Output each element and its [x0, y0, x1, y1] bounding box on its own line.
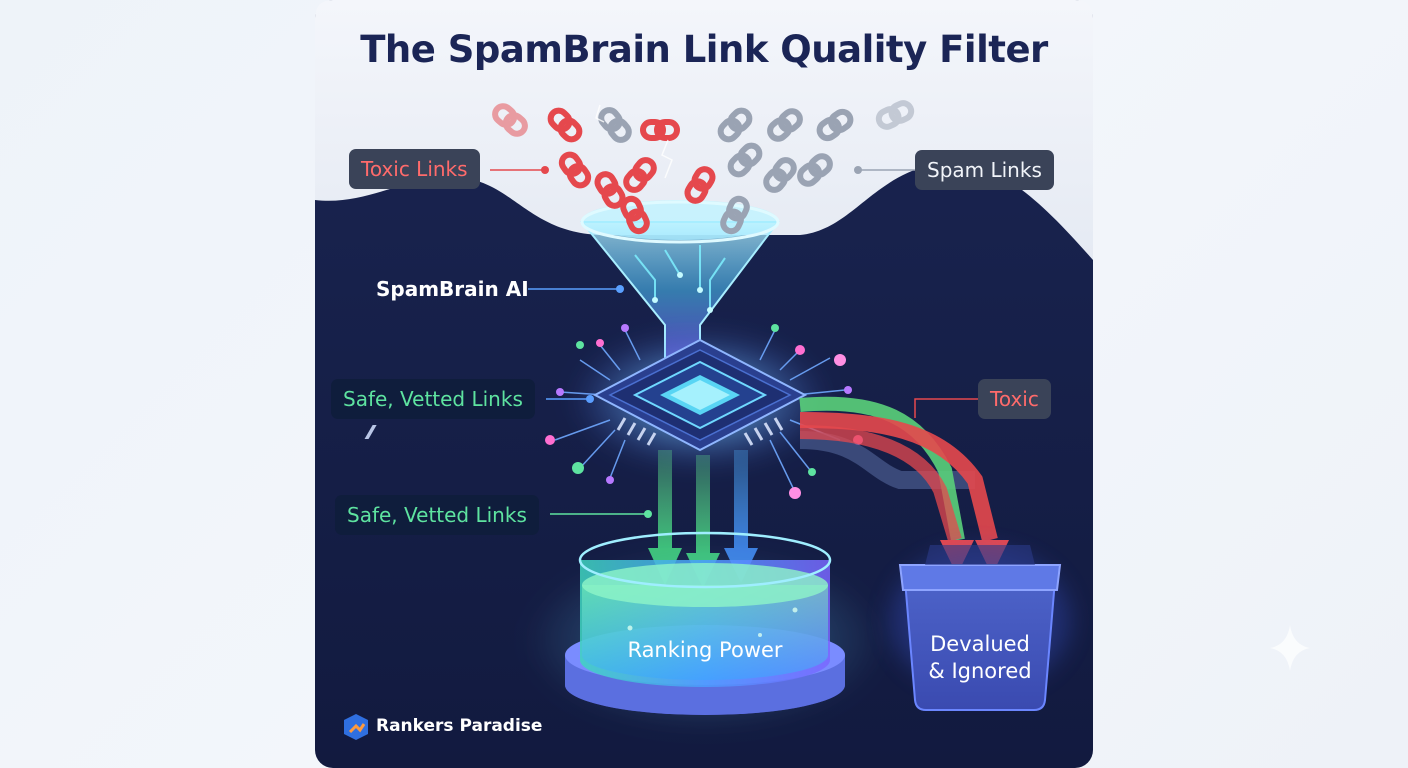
devalued-line-1: Devalued	[930, 632, 1030, 656]
rankers-paradise-logo-icon	[344, 714, 368, 740]
reject-paths	[799, 396, 1009, 575]
sparkle-icon	[1270, 625, 1310, 671]
label-toxic: Toxic	[978, 379, 1051, 419]
devalued-label: Devalued & Ignored	[905, 631, 1055, 685]
spark-lines	[595, 104, 673, 179]
spambrain-chip	[364, 324, 863, 499]
panel-top-wave	[315, 0, 1093, 260]
label-spambrain-ai: SpamBrain AI	[376, 277, 529, 301]
label-safe-vetted-links-2: Safe, Vetted Links	[335, 495, 539, 535]
label-toxic-links: Toxic Links	[349, 149, 480, 189]
page-title: The SpamBrain Link Quality Filter	[360, 28, 1048, 71]
label-safe-vetted-links-1: Safe, Vetted Links	[331, 379, 535, 419]
label-spam-links: Spam Links	[915, 150, 1054, 190]
brand-name: Rankers Paradise	[376, 716, 543, 736]
devalued-bin	[890, 545, 1070, 711]
ranking-power-label: Ranking Power	[627, 638, 783, 662]
devalued-line-2: & Ignored	[928, 659, 1032, 683]
ranking-power-container	[525, 531, 885, 730]
